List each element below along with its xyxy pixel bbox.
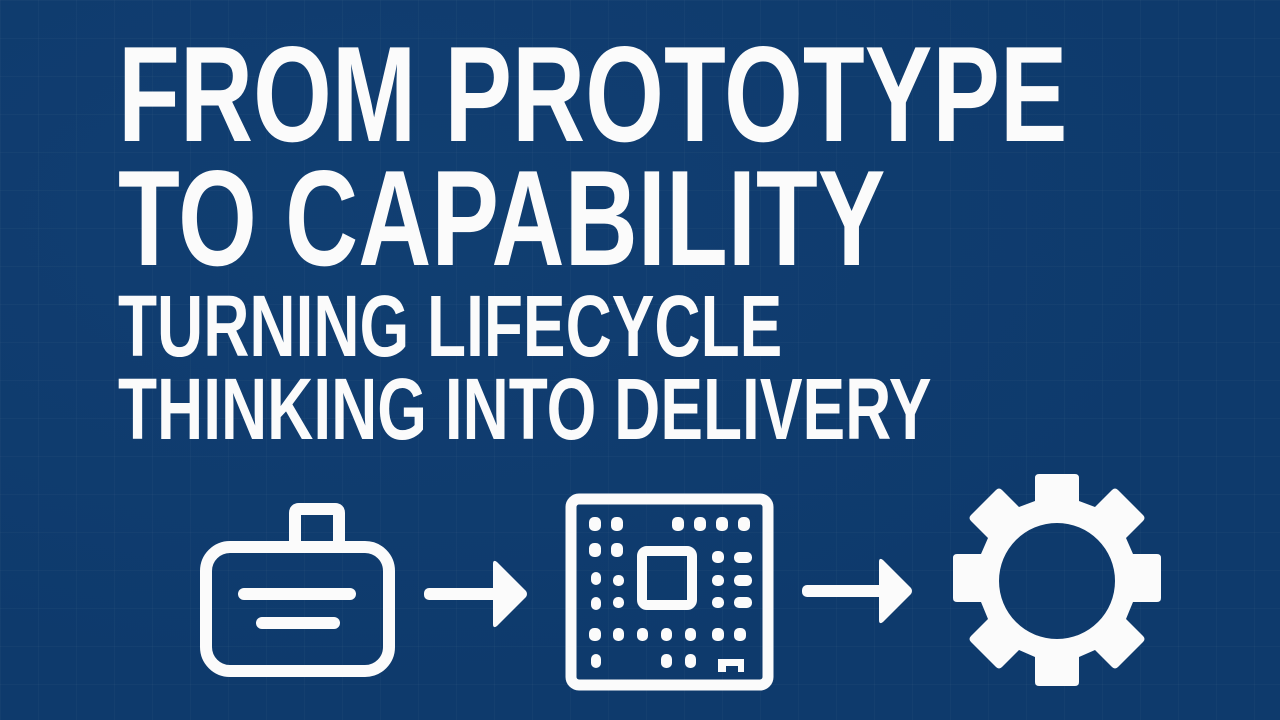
arrow-right-icon <box>424 560 527 628</box>
briefcase-icon <box>200 503 395 677</box>
title-line-1-wrap: FROM PROTOTYPE <box>118 26 1280 162</box>
subtitle-line-2: THINKING INTO DELIVERY <box>118 361 932 458</box>
title-line-1: FROM PROTOTYPE <box>118 18 1068 170</box>
chip-icon <box>565 493 774 691</box>
subtitle-line-1: TURNING LIFECYCLE <box>118 278 783 375</box>
arrow-right-icon <box>802 558 912 624</box>
subtitle-line-2-wrap: THINKING INTO DELIVERY <box>118 366 1225 453</box>
title-line-2-wrap: TO CAPABILITY <box>118 150 1148 286</box>
title-line-2: TO CAPABILITY <box>118 142 886 294</box>
gear-icon <box>953 474 1161 686</box>
subtitle-line-1-wrap: TURNING LIFECYCLE <box>118 283 1022 370</box>
